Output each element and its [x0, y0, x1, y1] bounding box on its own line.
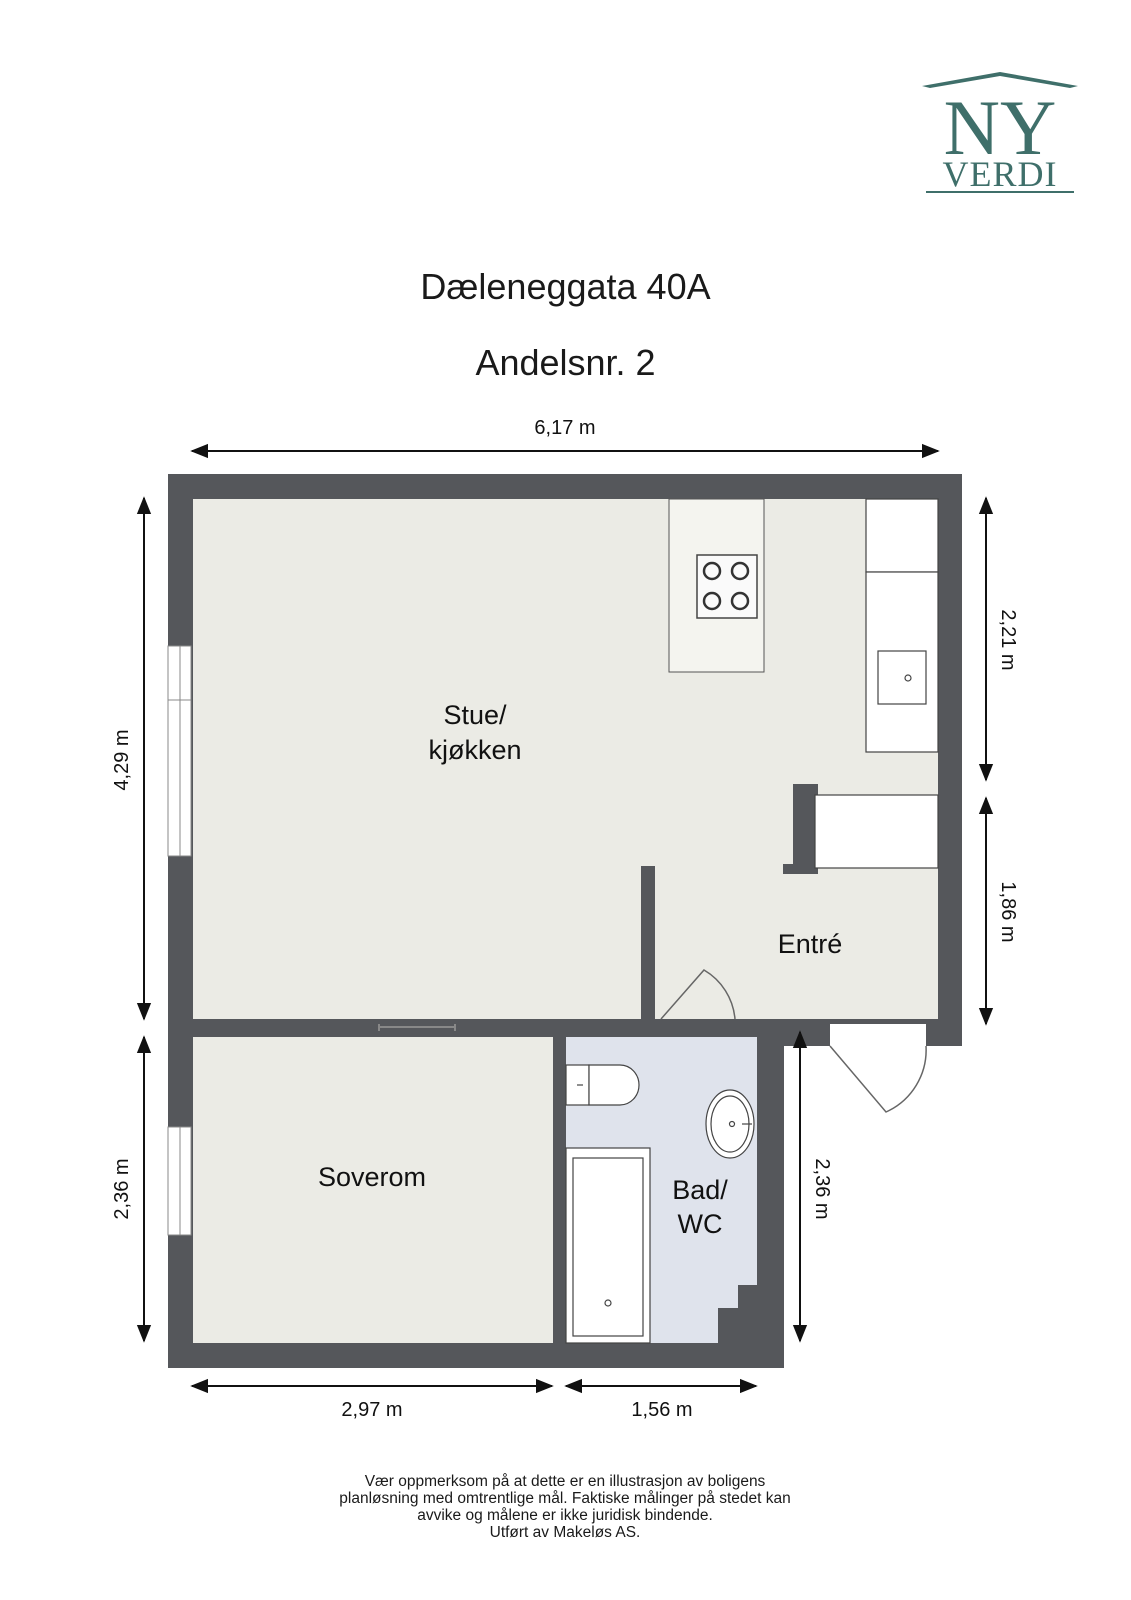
- room-label-living-1: Stue/: [443, 700, 507, 730]
- wardrobe: [814, 794, 939, 869]
- dim-right-lower: 2,36 m: [811, 1158, 833, 1219]
- bedroom-floor: [193, 1037, 553, 1343]
- room-label-living-2: kjøkken: [428, 735, 521, 765]
- room-label-bedroom: Soverom: [318, 1162, 426, 1192]
- living-kitchen-floor: [193, 499, 938, 1019]
- logo-verdi: VERDI: [943, 154, 1058, 194]
- room-label-bathroom-1: Bad/: [672, 1175, 728, 1205]
- disclaimer-line-4: Utført av Makeløs AS.: [489, 1524, 641, 1541]
- kitchen-counter-upper: [865, 498, 939, 573]
- room-label-bathroom-2: WC: [678, 1209, 723, 1239]
- door-swings: [660, 969, 927, 1113]
- sliding-door: [378, 1024, 456, 1031]
- dim-left-lower: 2,36 m: [111, 1158, 133, 1219]
- dim-right-middle: 1,86 m: [997, 881, 1019, 942]
- dim-top-width: 6,17 m: [534, 417, 595, 439]
- disclaimer-line-2: planløsning med omtrentlige mål. Faktisk…: [339, 1490, 791, 1507]
- kitchen-sink: [877, 650, 927, 705]
- dim-bottom-left: 2,97 m: [341, 1399, 402, 1421]
- room-label-entrance: Entré: [778, 929, 843, 959]
- windows: [167, 645, 192, 1236]
- unit-title: Andelsnr. 2: [475, 342, 656, 383]
- logo-underline: [926, 191, 1074, 193]
- logo-roof: [922, 72, 1078, 88]
- toilet: [565, 1064, 640, 1106]
- interior-walls: [193, 784, 830, 1368]
- dim-bottom-right: 1,56 m: [631, 1399, 692, 1421]
- cooktop-burners: [702, 561, 750, 611]
- disclaimer: Vær oppmerksom på at dette er en illustr…: [265, 1473, 865, 1541]
- entrance-door-gap: [830, 1024, 926, 1046]
- disclaimer-line-1: Vær oppmerksom på at dette er en illustr…: [364, 1473, 766, 1490]
- dim-right-upper: 2,21 m: [997, 609, 1019, 670]
- address-title: Dæleneggata 40A: [420, 266, 711, 307]
- dimension-lines: [136, 443, 994, 1394]
- logo-ny: NY: [944, 84, 1057, 171]
- disclaimer-line-3: avvike og målene er ikke juridisk binden…: [417, 1507, 713, 1524]
- kitchen-sink-drain: [904, 674, 912, 682]
- dim-left-upper: 4,29 m: [111, 729, 133, 790]
- washbasin: [705, 1089, 755, 1159]
- ny-verdi-logo: NY VERDI: [922, 72, 1078, 194]
- bathtub: [565, 1147, 651, 1344]
